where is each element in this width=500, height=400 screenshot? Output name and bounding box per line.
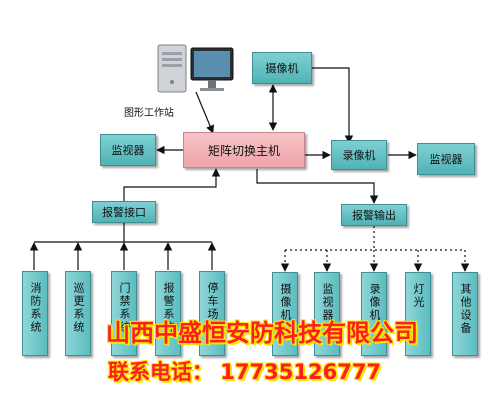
input-system-label: 消防系统 bbox=[29, 282, 42, 334]
input-system-box: 停车场 bbox=[199, 271, 225, 356]
alarm-input-node: 报警接口 bbox=[92, 201, 156, 223]
recorder-node: 录像机 bbox=[331, 140, 387, 170]
output-device-label: 灯光 bbox=[412, 283, 425, 309]
input-system-box: 消防系统 bbox=[22, 271, 48, 356]
input-system-label: 门禁系统 bbox=[118, 282, 131, 334]
computer-workstation-icon bbox=[157, 44, 234, 93]
input-system-box: 报警系统 bbox=[155, 271, 181, 356]
output-device-label: 监视器 bbox=[321, 283, 334, 322]
input-system-box: 巡更系统 bbox=[65, 271, 91, 356]
input-system-label: 巡更系统 bbox=[72, 282, 85, 334]
output-device-label: 录像机 bbox=[368, 283, 381, 322]
output-device-box: 录像机 bbox=[361, 272, 387, 356]
output-device-box: 监视器 bbox=[314, 272, 340, 356]
input-system-label: 停车场 bbox=[206, 282, 219, 321]
input-system-box: 门禁系统 bbox=[111, 271, 137, 356]
input-system-label: 报警系统 bbox=[162, 282, 175, 334]
output-device-box: 其他设备 bbox=[452, 272, 478, 356]
alarm-output-node: 报警输出 bbox=[341, 204, 407, 226]
company-name-overlay: 山西中盛恒安防科技有限公司 bbox=[106, 319, 418, 347]
monitor-left-node: 监视器 bbox=[100, 134, 156, 166]
output-device-label: 其他设备 bbox=[459, 283, 472, 335]
output-device-label: 摄像机 bbox=[279, 283, 292, 322]
matrix-switcher-node: 矩阵切换主机 bbox=[183, 132, 305, 168]
output-device-box: 摄像机 bbox=[272, 272, 298, 356]
output-device-box: 灯光 bbox=[405, 272, 431, 356]
contact-phone-overlay: 联系电话： 17735126777 bbox=[108, 360, 382, 384]
workstation-label: 图形工作站 bbox=[124, 108, 174, 119]
monitor-right-node: 监视器 bbox=[417, 143, 475, 175]
camera-node: 摄像机 bbox=[252, 52, 312, 84]
